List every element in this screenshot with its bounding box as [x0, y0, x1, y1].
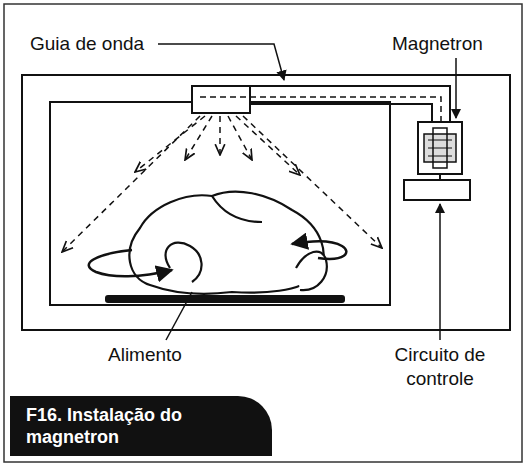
waveguide — [192, 86, 450, 125]
magnetron-symbol — [418, 122, 462, 180]
oven-housing — [22, 75, 510, 330]
turntable-plate — [105, 295, 345, 303]
label-magnetron: Magnetron — [392, 32, 517, 56]
label-waveguide: Guia de onda — [30, 32, 155, 56]
label-food: Alimento — [108, 343, 228, 367]
control-circuit-box — [404, 180, 470, 200]
leader-lines — [158, 44, 456, 340]
rotation-arrows — [89, 241, 347, 276]
figure-caption: F16. Instalação do magnetron — [10, 396, 272, 456]
label-control-circuit: Circuito de controle — [380, 343, 500, 391]
figure-frame — [4, 4, 522, 462]
oven-cavity — [50, 102, 390, 305]
